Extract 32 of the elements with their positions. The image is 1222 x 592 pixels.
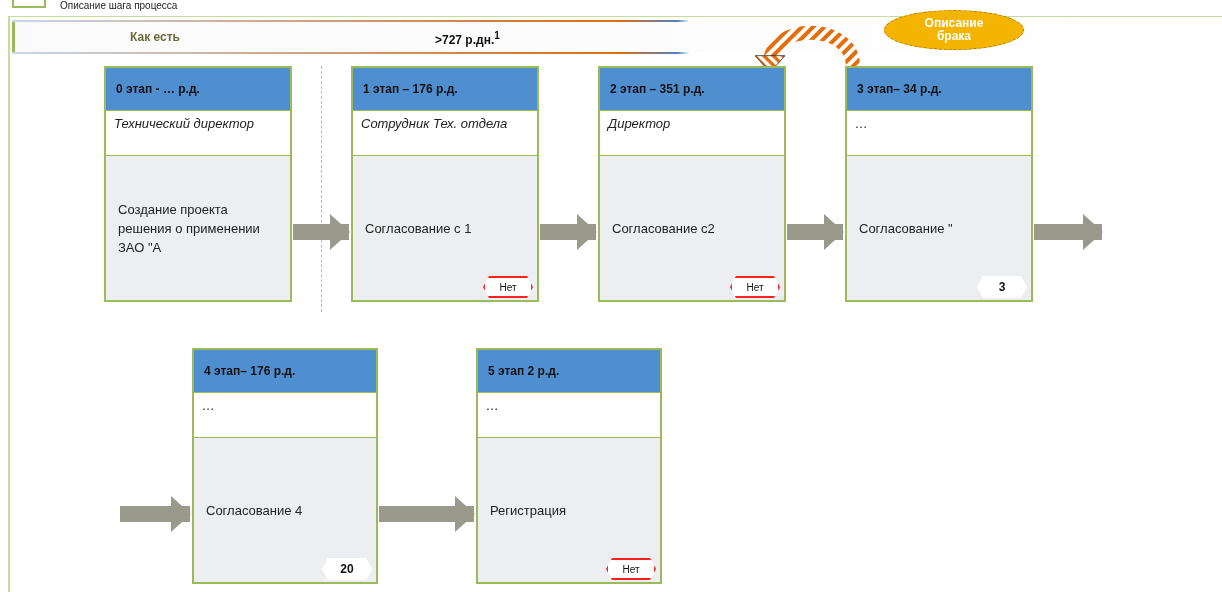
step-description: Регистрация (490, 501, 566, 520)
status-tag: Нет (483, 276, 533, 298)
count-tag: 20 (322, 558, 372, 580)
stage-header: 5 этап 2 р.д. (478, 350, 660, 392)
stage-header: 0 этап - … р.д. (106, 68, 290, 110)
duration-label: >727 р.дн.$^{1}$ (435, 30, 500, 47)
block-arrow (293, 214, 350, 250)
block-arrow (120, 496, 191, 532)
stage-card (351, 66, 539, 302)
stage-header: 4 этап– 176 р.д. (194, 350, 376, 392)
status-tag: Нет (730, 276, 780, 298)
stage-header: 3 этап– 34 р.д. (847, 68, 1031, 110)
stage-card (598, 66, 786, 302)
step-description: Согласование с 1 (365, 219, 472, 238)
stage-card (845, 66, 1033, 302)
stage-card (476, 348, 662, 584)
stage-header: 1 этап – 176 р.д. (353, 68, 537, 110)
block-arrow (379, 496, 475, 532)
block-arrow (540, 214, 597, 250)
step-description: Согласование " (859, 219, 953, 238)
step-description: Согласование 4 (206, 501, 303, 520)
step-description: Создание проекта решения о применении ЗАО "А (118, 200, 261, 257)
block-arrow (1034, 214, 1103, 250)
stage-header: 2 этап – 351 р.д. (600, 68, 784, 110)
stage-card (104, 66, 292, 302)
status-tag: Нет (606, 558, 656, 580)
title: Описание шага процесса (60, 0, 178, 12)
block-arrow (787, 214, 844, 250)
status-label: Как есть (130, 30, 180, 44)
step-description: Согласование с2 (612, 219, 715, 238)
stage-card (192, 348, 378, 584)
count-tag: 3 (977, 276, 1027, 298)
